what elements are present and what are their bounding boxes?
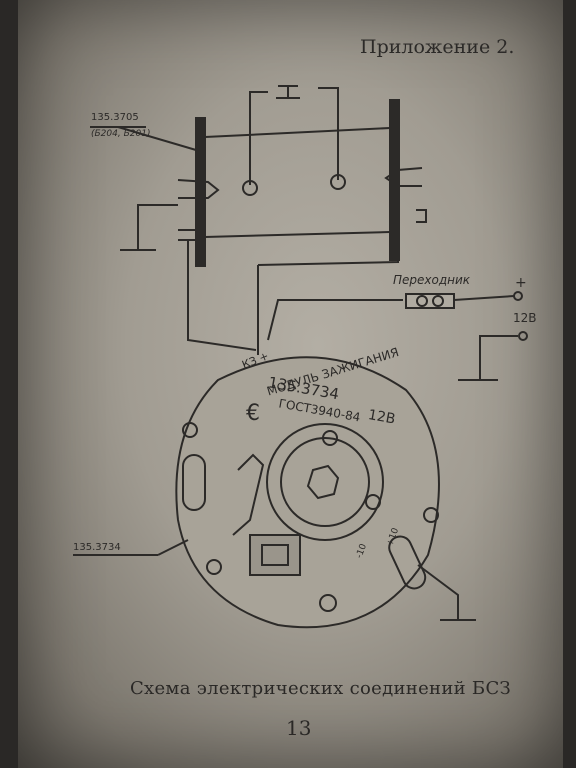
appendix-title: Приложение 2. bbox=[360, 36, 515, 58]
scale-minus: -10 bbox=[355, 542, 370, 559]
plus-terminal-label: + bbox=[515, 275, 527, 291]
screw-right bbox=[330, 174, 346, 190]
distributor-hub bbox=[266, 423, 384, 541]
switch-sublabel: (Б204, Б201) bbox=[91, 129, 150, 139]
switch-left-plate bbox=[195, 117, 206, 267]
module-voltage: 12В bbox=[367, 407, 397, 428]
sensor-block bbox=[249, 534, 301, 576]
page-number: 13 bbox=[286, 716, 312, 740]
manufacturer-logo-icon: € bbox=[246, 401, 260, 426]
adapter-label: Переходник bbox=[393, 273, 471, 287]
screw-left bbox=[242, 180, 258, 196]
document-page: Приложение 2. bbox=[18, 0, 563, 768]
voltage-label: 12В bbox=[513, 311, 537, 325]
wiring-diagram: 135.3705 (Б204, Б201) Переходник + 12В К… bbox=[73, 85, 537, 629]
switch-right-plate bbox=[389, 99, 400, 261]
module-ref-label: 135.3734 bbox=[73, 542, 121, 553]
adapter-block bbox=[405, 293, 455, 309]
figure-caption: Схема электрических соединений БСЗ bbox=[129, 678, 512, 699]
ignition-module-body bbox=[175, 356, 440, 629]
switch-label: 135.3705 bbox=[91, 112, 139, 123]
